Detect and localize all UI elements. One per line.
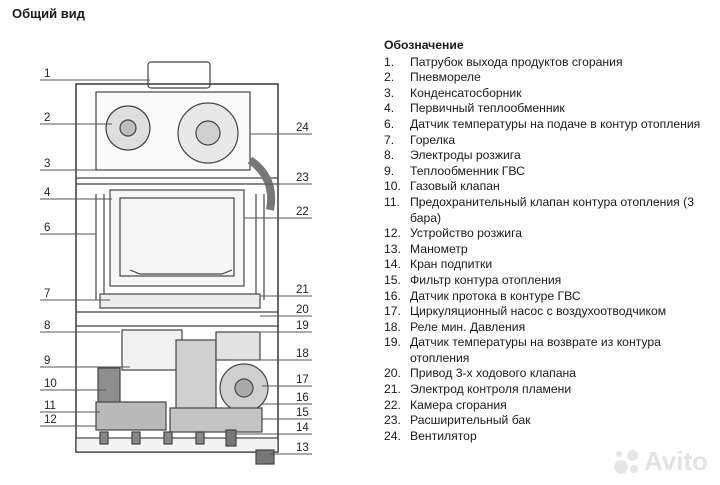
avito-watermark: Avito bbox=[612, 446, 708, 477]
legend-item: 15.Фильтр контура отопления bbox=[384, 272, 562, 287]
callout-11: 11 bbox=[44, 400, 56, 412]
callout-17: 17 bbox=[296, 374, 309, 386]
callout-3: 3 bbox=[44, 158, 50, 170]
callout-13: 13 bbox=[296, 442, 309, 454]
legend-item: 10.Газовый клапан bbox=[384, 179, 500, 194]
expansion-tank bbox=[247, 156, 275, 211]
gas-valve bbox=[95, 401, 167, 431]
legend-item: 18.Реле мин. Давления bbox=[384, 319, 526, 334]
legend-item: 7.Горелка bbox=[384, 132, 456, 147]
legend-item: 14.Кран подпитки bbox=[384, 257, 493, 272]
legend-item: 24.Вентилятор bbox=[384, 428, 477, 443]
callout-12: 12 bbox=[44, 414, 57, 426]
legend-item: 13.Манометр bbox=[384, 241, 468, 256]
callout-18: 18 bbox=[296, 348, 309, 360]
callout-23: 23 bbox=[296, 172, 309, 184]
legend-item: 1.Патрубок выхода продуктов сгорания bbox=[384, 54, 623, 69]
callout-21: 21 bbox=[296, 284, 309, 296]
legend-title: Обозначение bbox=[384, 38, 464, 52]
legend-item: 6.Датчик температуры на подаче в контур … bbox=[384, 116, 701, 131]
legend-item: 4.Первичный теплообменник bbox=[384, 101, 565, 116]
legend-item: 12.Устройство розжига bbox=[384, 226, 523, 241]
legend-list: 1.Патрубок выхода продуктов сгорания 2.П… bbox=[384, 55, 714, 445]
callout-1: 1 bbox=[44, 68, 50, 80]
burner bbox=[99, 293, 261, 309]
callout-10: 10 bbox=[44, 378, 57, 390]
legend: Обозначение 1.Патрубок выхода продуктов … bbox=[384, 38, 714, 444]
page-title: Общий вид bbox=[12, 6, 85, 21]
watermark-text: Avito bbox=[643, 446, 708, 476]
legend-item: 2.Пневмореле bbox=[384, 70, 481, 85]
boiler-diagram: 1 2 3 4 6 7 8 9 10 11 12 24 23 22 21 20 … bbox=[40, 61, 312, 465]
legend-item: 22.Камера сгорания bbox=[384, 397, 507, 412]
callout-22: 22 bbox=[296, 206, 309, 218]
flue-outlet bbox=[147, 61, 211, 89]
callout-15: 15 bbox=[296, 407, 309, 419]
callout-6: 6 bbox=[44, 222, 50, 234]
callout-19: 19 bbox=[296, 320, 309, 332]
callout-9: 9 bbox=[44, 355, 50, 367]
callout-14: 14 bbox=[296, 422, 309, 434]
legend-item: 3.Конденсатосборник bbox=[384, 85, 522, 100]
legend-item: 11.Предохранительный клапан контура отоп… bbox=[384, 194, 694, 225]
callout-2: 2 bbox=[44, 112, 50, 124]
legend-item: 20.Привод 3-х ходового клапана bbox=[384, 366, 577, 381]
legend-item: 17.Циркуляционный насос с воздухоотводчи… bbox=[384, 304, 667, 319]
legend-item: 21.Электрод контроля пламени bbox=[384, 382, 572, 397]
callout-4: 4 bbox=[44, 187, 51, 199]
callout-20: 20 bbox=[296, 304, 309, 316]
combustion-chamber bbox=[109, 189, 245, 287]
callout-24: 24 bbox=[296, 122, 309, 134]
dhw-exchanger bbox=[121, 329, 183, 371]
callout-16: 16 bbox=[296, 392, 309, 404]
legend-item: 23.Расширительный бак bbox=[384, 413, 531, 428]
legend-item: 19.Датчик температуры на возврате из кон… bbox=[384, 335, 661, 365]
legend-item: 16.Датчик протока в контуре ГВС bbox=[384, 288, 581, 303]
legend-item: 8.Электроды розжига bbox=[384, 148, 521, 163]
avito-logo-icon bbox=[612, 448, 640, 476]
callout-8: 8 bbox=[44, 320, 50, 332]
legend-item: 9.Теплообменник ГВС bbox=[384, 163, 525, 178]
callout-7: 7 bbox=[44, 288, 50, 300]
